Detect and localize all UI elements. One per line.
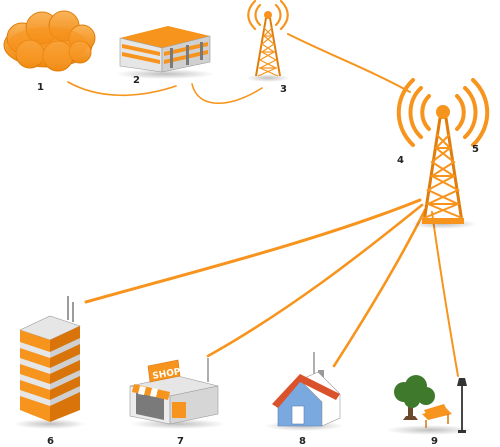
node-label-9: 9 [431,436,438,447]
link-tower-shop [206,203,424,358]
cloud-icon [3,10,96,72]
link-tower-small-tower-main [287,33,411,93]
node-label-2: 2 [133,75,140,86]
node-label-1: 1 [37,82,44,93]
house-icon [264,352,344,431]
skyscraper-icon [14,296,86,429]
node-label-7: 7 [177,436,184,447]
link-tower-park [431,211,459,377]
node-label-4: 4 [397,155,404,166]
node-label-8: 8 [299,436,306,447]
connection-links [67,33,459,377]
link-cloud-office [67,81,177,97]
radio-tower-icon [396,78,490,229]
office-building-icon [115,26,215,79]
node-label-6: 6 [47,436,54,447]
shop-sign-text: SHOP [152,367,182,382]
node-label-5: 5 [472,144,479,155]
link-office-tower-small [191,83,263,105]
node-label-3: 3 [280,84,287,95]
link-tower-skyscraper [84,198,422,304]
node-labels: 1 2 3 4 5 6 7 8 9 [37,75,479,447]
shop-icon: SHOP [129,358,226,429]
park-icon [386,375,474,435]
link-tower-house [332,208,427,368]
radio-tower-icon [246,0,290,82]
